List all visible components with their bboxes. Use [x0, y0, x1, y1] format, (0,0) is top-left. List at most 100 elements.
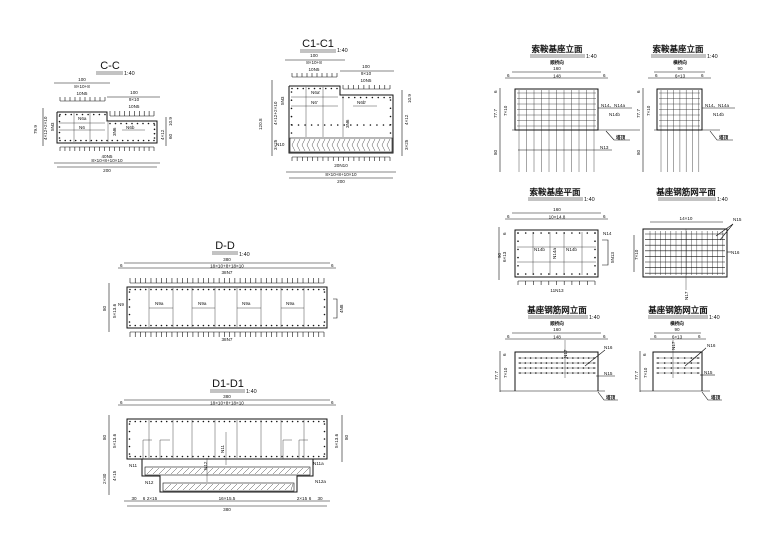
rebar-dot	[540, 362, 542, 364]
rebar-dot	[165, 455, 168, 458]
rebar-dot	[260, 324, 262, 327]
rebar-dot	[160, 420, 163, 423]
rebar-dot	[308, 87, 310, 90]
rebar-dot	[142, 122, 144, 125]
label-n17: N17	[563, 349, 568, 358]
rebar-dot	[69, 139, 72, 142]
dim-left-total: 120.8	[258, 118, 263, 130]
rebar-dot	[296, 324, 299, 327]
bars-right: 5N13	[610, 252, 615, 263]
hatch-line	[224, 483, 232, 491]
rebar-ticks	[59, 146, 155, 151]
rebar-dot	[571, 273, 573, 275]
rebar-dot	[207, 324, 210, 327]
hatch-line	[266, 483, 274, 491]
rebar-dot	[144, 420, 147, 423]
rebar-dot	[100, 139, 103, 142]
rebar-dot	[155, 324, 158, 327]
label-n9a: N9a	[286, 301, 295, 306]
rebar-dot	[59, 113, 61, 116]
rebar-dot	[291, 87, 293, 90]
rebar-dot	[535, 367, 537, 369]
rebar-dot	[323, 313, 326, 316]
dim-side-left: 6	[120, 263, 123, 268]
dim-side-left: 6	[507, 214, 510, 219]
bars-left: 5N3	[280, 96, 285, 105]
rebar-dot	[128, 313, 131, 316]
rebar-dot	[296, 288, 299, 291]
rebar-dot	[128, 445, 131, 448]
stirrups	[291, 87, 377, 137]
rebar-dot	[578, 273, 581, 275]
rebar-dot	[85, 139, 87, 142]
dim-right-total: 60	[168, 133, 173, 139]
hatch-line	[296, 467, 304, 475]
rebar-dot	[593, 367, 595, 369]
rebar-dot	[249, 288, 252, 291]
dim-left-total: 80	[102, 305, 107, 311]
rebar-dot	[587, 372, 590, 374]
rebar-dot	[223, 288, 226, 291]
dim-right-sub: 4×12	[404, 114, 409, 125]
base-outline	[514, 229, 599, 278]
hatch-line	[272, 467, 280, 475]
hatch-line	[351, 138, 356, 146]
view-scale: 1:40	[709, 315, 720, 321]
rebar-dot	[290, 91, 293, 93]
rebar-dot	[181, 420, 184, 423]
rebar-dot	[302, 324, 304, 327]
dim-segment: 6	[309, 496, 312, 501]
rebar-dot	[369, 124, 372, 126]
rebar-dot	[290, 124, 293, 126]
dim-left-total: 90	[497, 252, 502, 258]
hatch-line	[230, 483, 238, 491]
rebar-dot	[540, 232, 542, 234]
rebar-dot	[74, 139, 77, 142]
hatch-line	[278, 483, 286, 491]
view-scale: 1:40	[124, 71, 135, 77]
rebar-dot	[104, 113, 106, 116]
rebar-dot	[286, 455, 289, 458]
bottom-dimension-segments: 30 6 2×15 16×15.5 2×15 6 30	[131, 496, 323, 501]
label-n6b: N6b	[126, 125, 135, 130]
rebar-dot	[165, 288, 168, 291]
rebar-dot	[129, 288, 131, 291]
rebar-dot	[571, 232, 573, 234]
rebar-dot	[218, 455, 220, 458]
rebar-dot	[144, 288, 147, 291]
hatch-line	[260, 483, 268, 491]
rebar-dot	[244, 288, 247, 291]
rebar-dot	[171, 455, 173, 458]
rebar-dot	[317, 124, 319, 126]
hatch-line	[366, 144, 371, 152]
rebar-dot	[153, 132, 156, 135]
rebar-dots	[128, 420, 326, 458]
rebar-dot	[582, 357, 585, 359]
rebar-dot	[144, 455, 147, 458]
rebar-dot	[90, 139, 93, 142]
rebar-dot	[260, 455, 262, 458]
rebar-dot	[128, 453, 131, 455]
hatch-line	[164, 483, 172, 491]
hatch-line	[248, 483, 256, 491]
rebar-dot	[594, 232, 596, 234]
rebar-dot	[139, 324, 142, 327]
label-n9a: N9a	[242, 301, 251, 306]
dim-side-right: 6	[331, 263, 334, 268]
rebar-dot	[697, 357, 699, 359]
rebar-dot	[106, 139, 108, 142]
dim-total: 380	[223, 257, 231, 262]
dim-top-right-total: 100	[130, 90, 138, 95]
rebar-dot	[176, 455, 178, 458]
rebar-dot	[286, 324, 289, 327]
view-scale: 1:40	[584, 197, 595, 203]
label-n9a: N9a	[155, 301, 164, 306]
rebar-dot	[58, 126, 61, 128]
rebar-dot	[594, 248, 596, 251]
label-n11a: N11a	[313, 461, 324, 466]
rebar-dot	[276, 324, 278, 327]
stirrups	[148, 288, 305, 327]
rebar-dot	[249, 324, 252, 327]
view-title: C-C	[100, 60, 120, 72]
bars-top: 38N7	[222, 270, 233, 275]
